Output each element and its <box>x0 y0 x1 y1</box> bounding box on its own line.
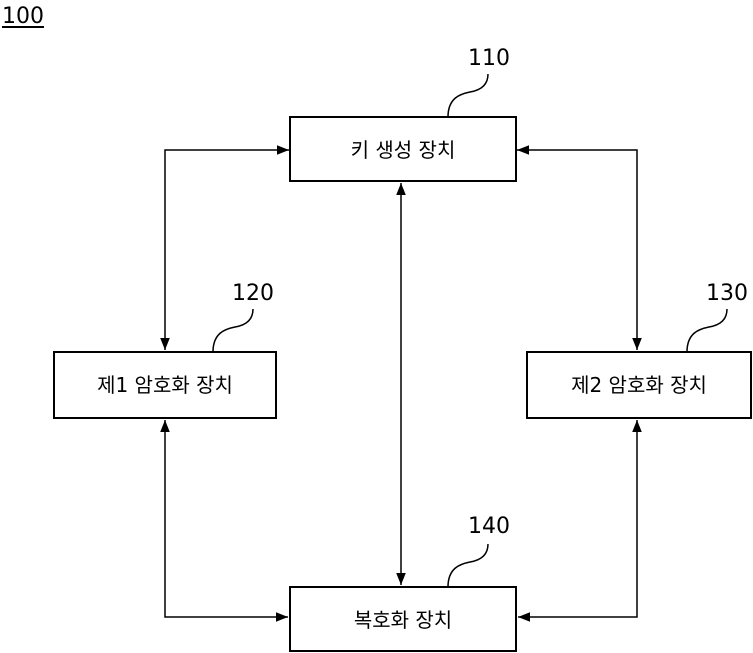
key-generator-leader <box>447 73 489 118</box>
key-generator-ref: 110 <box>468 46 510 71</box>
decryptor-box <box>289 586 517 652</box>
first-encryptor-ref: 120 <box>232 281 274 306</box>
decryptor-label: 복호화 장치 <box>354 608 452 632</box>
key-generator-label: 키 생성 장치 <box>351 138 456 162</box>
enc2-decryptor-link <box>518 420 642 622</box>
key-generator-box <box>289 116 517 182</box>
decryptor-node: 복호화 장치 <box>289 586 517 652</box>
first-encryptor-node: 제1 암호화 장치 <box>53 351 277 419</box>
second-encryptor-node: 제2 암호화 장치 <box>526 351 752 419</box>
keygen-enc1-link <box>160 145 289 350</box>
key-generator-node: 키 생성 장치 <box>289 116 517 182</box>
first-encryptor-box <box>53 351 277 419</box>
enc1-decryptor-link <box>160 420 288 622</box>
second-encryptor-label: 제2 암호화 장치 <box>571 373 707 397</box>
second-encryptor-ref: 130 <box>706 281 748 306</box>
figure-number: 100 <box>2 4 44 29</box>
second-encryptor-leader <box>686 308 728 353</box>
keygen-enc2-link <box>517 145 642 350</box>
decryptor-ref: 140 <box>468 514 510 539</box>
second-encryptor-box <box>526 351 752 419</box>
first-encryptor-leader <box>212 308 254 353</box>
first-encryptor-label: 제1 암호화 장치 <box>97 373 233 397</box>
decryptor-leader <box>447 543 489 588</box>
